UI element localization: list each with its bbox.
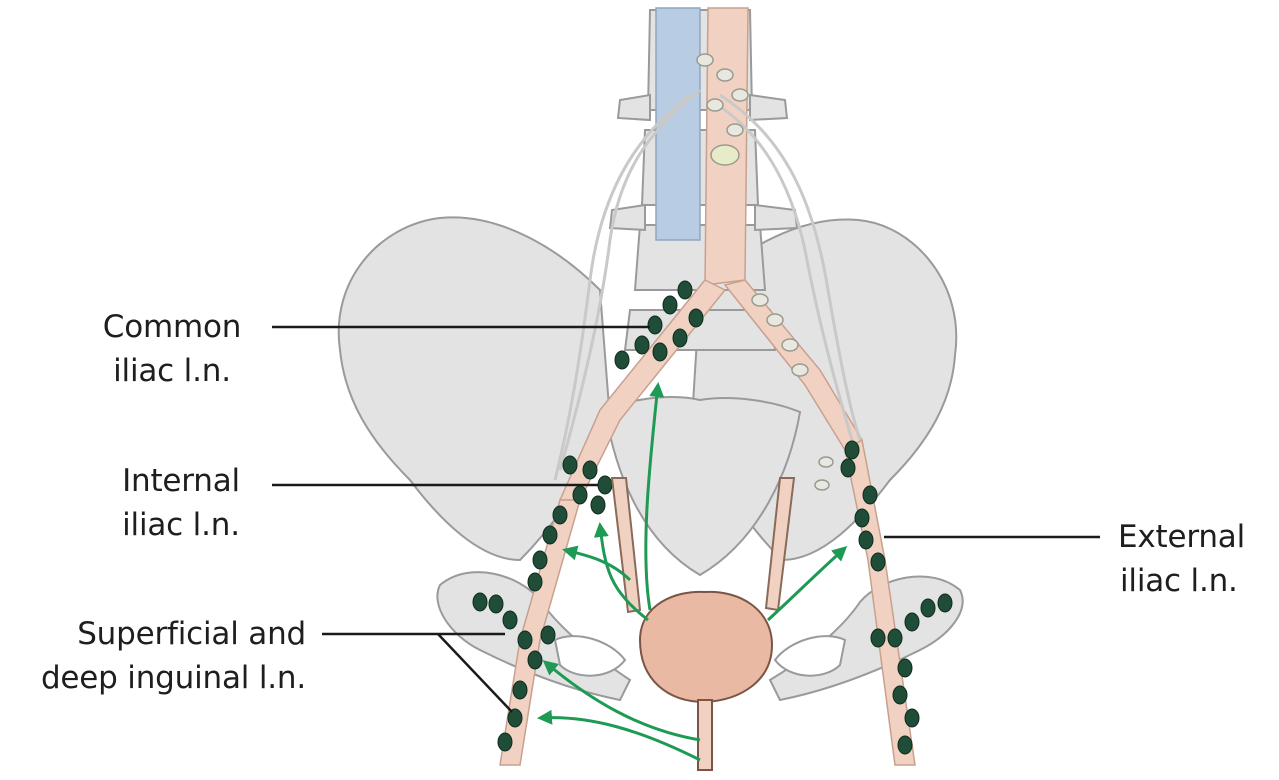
lymph-node — [648, 316, 662, 334]
lymph-node — [905, 613, 919, 631]
lymph-node — [489, 595, 503, 613]
bladder — [640, 592, 772, 702]
lymph-node — [938, 594, 952, 612]
transverse-process-left — [618, 95, 650, 120]
lymph-node — [553, 506, 567, 524]
lymph-node — [591, 496, 605, 514]
lymph-node — [498, 733, 512, 751]
right-obturator-ring — [775, 636, 845, 676]
lymph-node — [845, 441, 859, 459]
left-obturator-ring — [555, 636, 625, 676]
label-inguinal-line1: Superficial and — [4, 612, 306, 656]
lymph-node — [855, 509, 869, 527]
lymph-node — [673, 329, 687, 347]
lymph-node — [635, 336, 649, 354]
lymph-node — [583, 461, 597, 479]
lymph-node — [598, 476, 612, 494]
lymph-node — [893, 686, 907, 704]
label-external-iliac-line2: iliac l.n. — [1118, 559, 1278, 603]
lymph-node — [689, 309, 703, 327]
lymph-node — [528, 573, 542, 591]
lymph-node — [573, 486, 587, 504]
lymph-node — [871, 629, 885, 647]
lymph-node — [841, 459, 855, 477]
label-internal-iliac: Internal iliac l.n. — [96, 459, 266, 547]
lymph-node — [473, 593, 487, 611]
label-common-iliac-line1: Common — [82, 305, 262, 349]
label-internal-iliac-line2: iliac l.n. — [96, 503, 266, 547]
label-common-iliac-line2: iliac l.n. — [82, 349, 262, 393]
label-common-iliac: Common iliac l.n. — [82, 305, 262, 393]
label-internal-iliac-line1: Internal — [96, 459, 266, 503]
lymph-node — [518, 631, 532, 649]
lymph-node — [533, 551, 547, 569]
lymph-node — [543, 526, 557, 544]
label-external-iliac: External iliac l.n. — [1118, 515, 1278, 603]
right-pubis — [770, 576, 963, 700]
label-inguinal: Superficial and deep inguinal l.n. — [4, 612, 306, 700]
lymph-node — [871, 553, 885, 571]
lymph-node — [898, 736, 912, 754]
lymph-node — [898, 659, 912, 677]
arrow-to-inguinal-2 — [540, 718, 700, 760]
lymph-node — [503, 611, 517, 629]
lymph-node — [905, 709, 919, 727]
lymph-node — [513, 681, 527, 699]
lymph-node — [859, 531, 873, 549]
lymph-node — [921, 599, 935, 617]
lymph-node — [863, 486, 877, 504]
transverse-process-right-2 — [755, 205, 797, 230]
lymph-node — [663, 296, 677, 314]
label-inguinal-line2: deep inguinal l.n. — [4, 656, 306, 700]
lymph-node — [563, 456, 577, 474]
lymph-node — [678, 281, 692, 299]
lymph-node — [615, 351, 629, 369]
lymph-node — [528, 651, 542, 669]
lymph-node — [653, 343, 667, 361]
lymph-node — [541, 626, 555, 644]
lymph-node — [888, 629, 902, 647]
label-external-iliac-line1: External — [1118, 515, 1278, 559]
transverse-process-right — [750, 95, 787, 120]
